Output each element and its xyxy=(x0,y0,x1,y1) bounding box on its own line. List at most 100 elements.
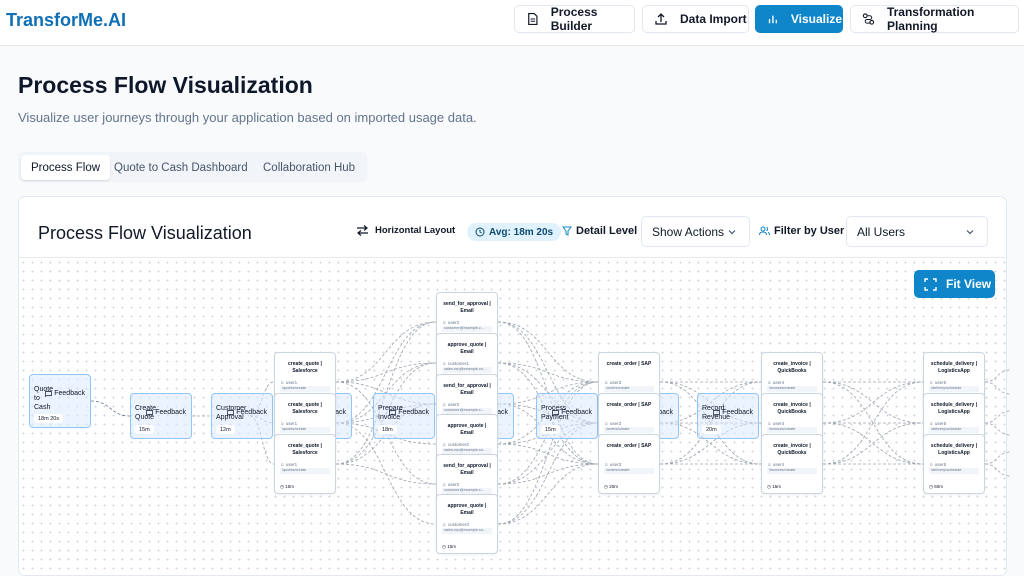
action-title: create_invoice | QuickBooks xyxy=(773,443,811,456)
action-path: sales-rep@example.co... xyxy=(442,448,492,454)
fit-view-button[interactable]: Fit View xyxy=(914,270,995,298)
action-title: create_quote | Salesforce xyxy=(288,361,322,374)
comment-icon xyxy=(389,409,397,416)
nav-label: Data Import xyxy=(680,12,747,26)
action-user-name: user1 xyxy=(285,421,298,426)
brand-logo[interactable]: TransforMe.AI xyxy=(6,10,127,30)
avg-duration-badge: Avg: 18m 20s xyxy=(467,223,562,241)
comment-icon xyxy=(227,409,235,416)
nav-transformation-planning-button[interactable]: Transformation Planning xyxy=(850,5,1019,33)
comment-icon xyxy=(146,409,154,416)
upload-icon xyxy=(655,13,667,25)
action-user: ☺ user2 xyxy=(442,402,460,407)
detail-level-text: Detail Level xyxy=(576,225,638,237)
stage-duration: 18m 20s xyxy=(34,414,64,423)
filter-by-user-label: Filter by User xyxy=(759,225,844,237)
feedback-label: Feedback xyxy=(398,409,429,416)
action-duration-value: 15m xyxy=(447,544,456,549)
action-duration: ◷ 15m xyxy=(767,484,781,489)
action-title: create_quote | Salesforce xyxy=(288,443,322,456)
expand-icon xyxy=(924,277,937,291)
action-user-name: customer3 xyxy=(447,522,469,527)
comment-icon xyxy=(552,409,560,416)
detail-level-select[interactable]: Show Actions xyxy=(641,216,750,247)
action-path: /invoices/create xyxy=(767,468,817,474)
process-flow-card: Process Flow Visualization Horizontal La… xyxy=(18,196,1007,576)
action-title: create_order | SAP xyxy=(606,402,652,408)
route-icon xyxy=(862,13,875,25)
chevron-down-icon xyxy=(966,230,974,235)
action-path: /delivery/schedule xyxy=(929,427,979,433)
action-duration: ◷ 15m xyxy=(442,544,456,549)
feedback-button[interactable]: Feedback xyxy=(389,409,429,416)
swap-arrows-icon xyxy=(357,225,368,236)
action-user-name: user3 xyxy=(609,462,622,467)
action-node[interactable]: create_invoice | QuickBooks☺ user4/invoi… xyxy=(761,434,823,494)
users-icon xyxy=(759,226,770,236)
comment-icon xyxy=(713,409,721,416)
feedback-button[interactable]: Feedback xyxy=(227,409,267,416)
layout-toggle-button[interactable]: Horizontal Layout xyxy=(356,225,455,236)
action-title: create_order | SAP xyxy=(606,361,652,367)
action-path: /delivery/schedule xyxy=(929,386,979,392)
filter-by-user-text: Filter by User xyxy=(774,225,845,237)
action-duration-value: 15m xyxy=(772,484,781,489)
action-user-name: user2 xyxy=(447,402,460,407)
action-title: schedule_delivery | LogisticsApp xyxy=(930,361,978,374)
page-subtitle: Visualize user journeys through your app… xyxy=(18,110,477,125)
action-title: create_invoice | QuickBooks xyxy=(773,361,811,374)
stage-name: Customer Approval xyxy=(216,405,247,421)
feedback-button[interactable]: Feedback xyxy=(146,409,186,416)
action-user: ☺ customer2 xyxy=(442,442,469,447)
action-path: sales-rep@example.co... xyxy=(442,367,492,373)
tab-process-flow[interactable]: Process Flow xyxy=(21,155,111,180)
tab-collaboration-hub[interactable]: Collaboration Hub xyxy=(263,161,356,174)
action-path: /quotes/create xyxy=(280,427,330,433)
clock-icon xyxy=(475,227,485,237)
action-duration: ◷ 15m xyxy=(280,484,294,489)
stage-duration: 15m xyxy=(541,425,560,434)
action-user: ☺ user1 xyxy=(280,421,298,426)
feedback-button[interactable]: Feedback xyxy=(45,390,85,397)
action-user-name: user4 xyxy=(772,421,785,426)
action-user: ☺ user5 xyxy=(929,462,947,467)
stage-duration: 20m xyxy=(702,425,721,434)
action-duration: ◷ 60m xyxy=(929,484,943,489)
feedback-button[interactable]: Feedback xyxy=(552,409,592,416)
tab-quote-to-cash-dashboard[interactable]: Quote to Cash Dashboard xyxy=(114,161,248,174)
action-path: /quotes/create xyxy=(280,386,330,392)
top-navigation-bar: TransforMe.AI Process Builder Data Impor… xyxy=(0,0,1024,46)
action-user: ☺ user2 xyxy=(442,320,460,325)
action-user: ☺ user2 xyxy=(442,482,460,487)
nav-data-import-button[interactable]: Data Import xyxy=(642,5,749,33)
action-node[interactable]: schedule_delivery | LogisticsApp☺ user5/… xyxy=(923,434,985,494)
feedback-label: Feedback xyxy=(236,409,267,416)
action-user: ☺ user1 xyxy=(280,380,298,385)
action-title: schedule_delivery | LogisticsApp xyxy=(930,443,978,456)
feedback-label: Feedback xyxy=(54,390,85,397)
user-filter-select[interactable]: All Users xyxy=(846,216,988,247)
action-path: /orders/create xyxy=(604,468,654,474)
action-node[interactable]: create_quote | Salesforce☺ user1/quotes/… xyxy=(274,434,336,494)
action-path: /invoices/create xyxy=(767,427,817,433)
action-title: create_invoice | QuickBooks xyxy=(773,402,811,415)
action-user-name: user5 xyxy=(934,421,947,426)
action-path: /quotes/create xyxy=(280,468,330,474)
card-title: Process Flow Visualization xyxy=(38,223,252,243)
action-user-name: user4 xyxy=(772,380,785,385)
nav-process-builder-button[interactable]: Process Builder xyxy=(514,5,635,33)
action-node[interactable]: create_order | SAP☺ user3/orders/create◷… xyxy=(598,434,660,494)
action-user-name: user1 xyxy=(285,380,298,385)
feedback-label: Feedback xyxy=(155,409,186,416)
nav-visualize-button[interactable]: Visualize xyxy=(755,5,843,33)
action-title: send_for_approval | Email xyxy=(443,301,491,314)
detail-level-value: Show Actions xyxy=(652,224,725,239)
feedback-button[interactable]: Feedback xyxy=(713,409,753,416)
